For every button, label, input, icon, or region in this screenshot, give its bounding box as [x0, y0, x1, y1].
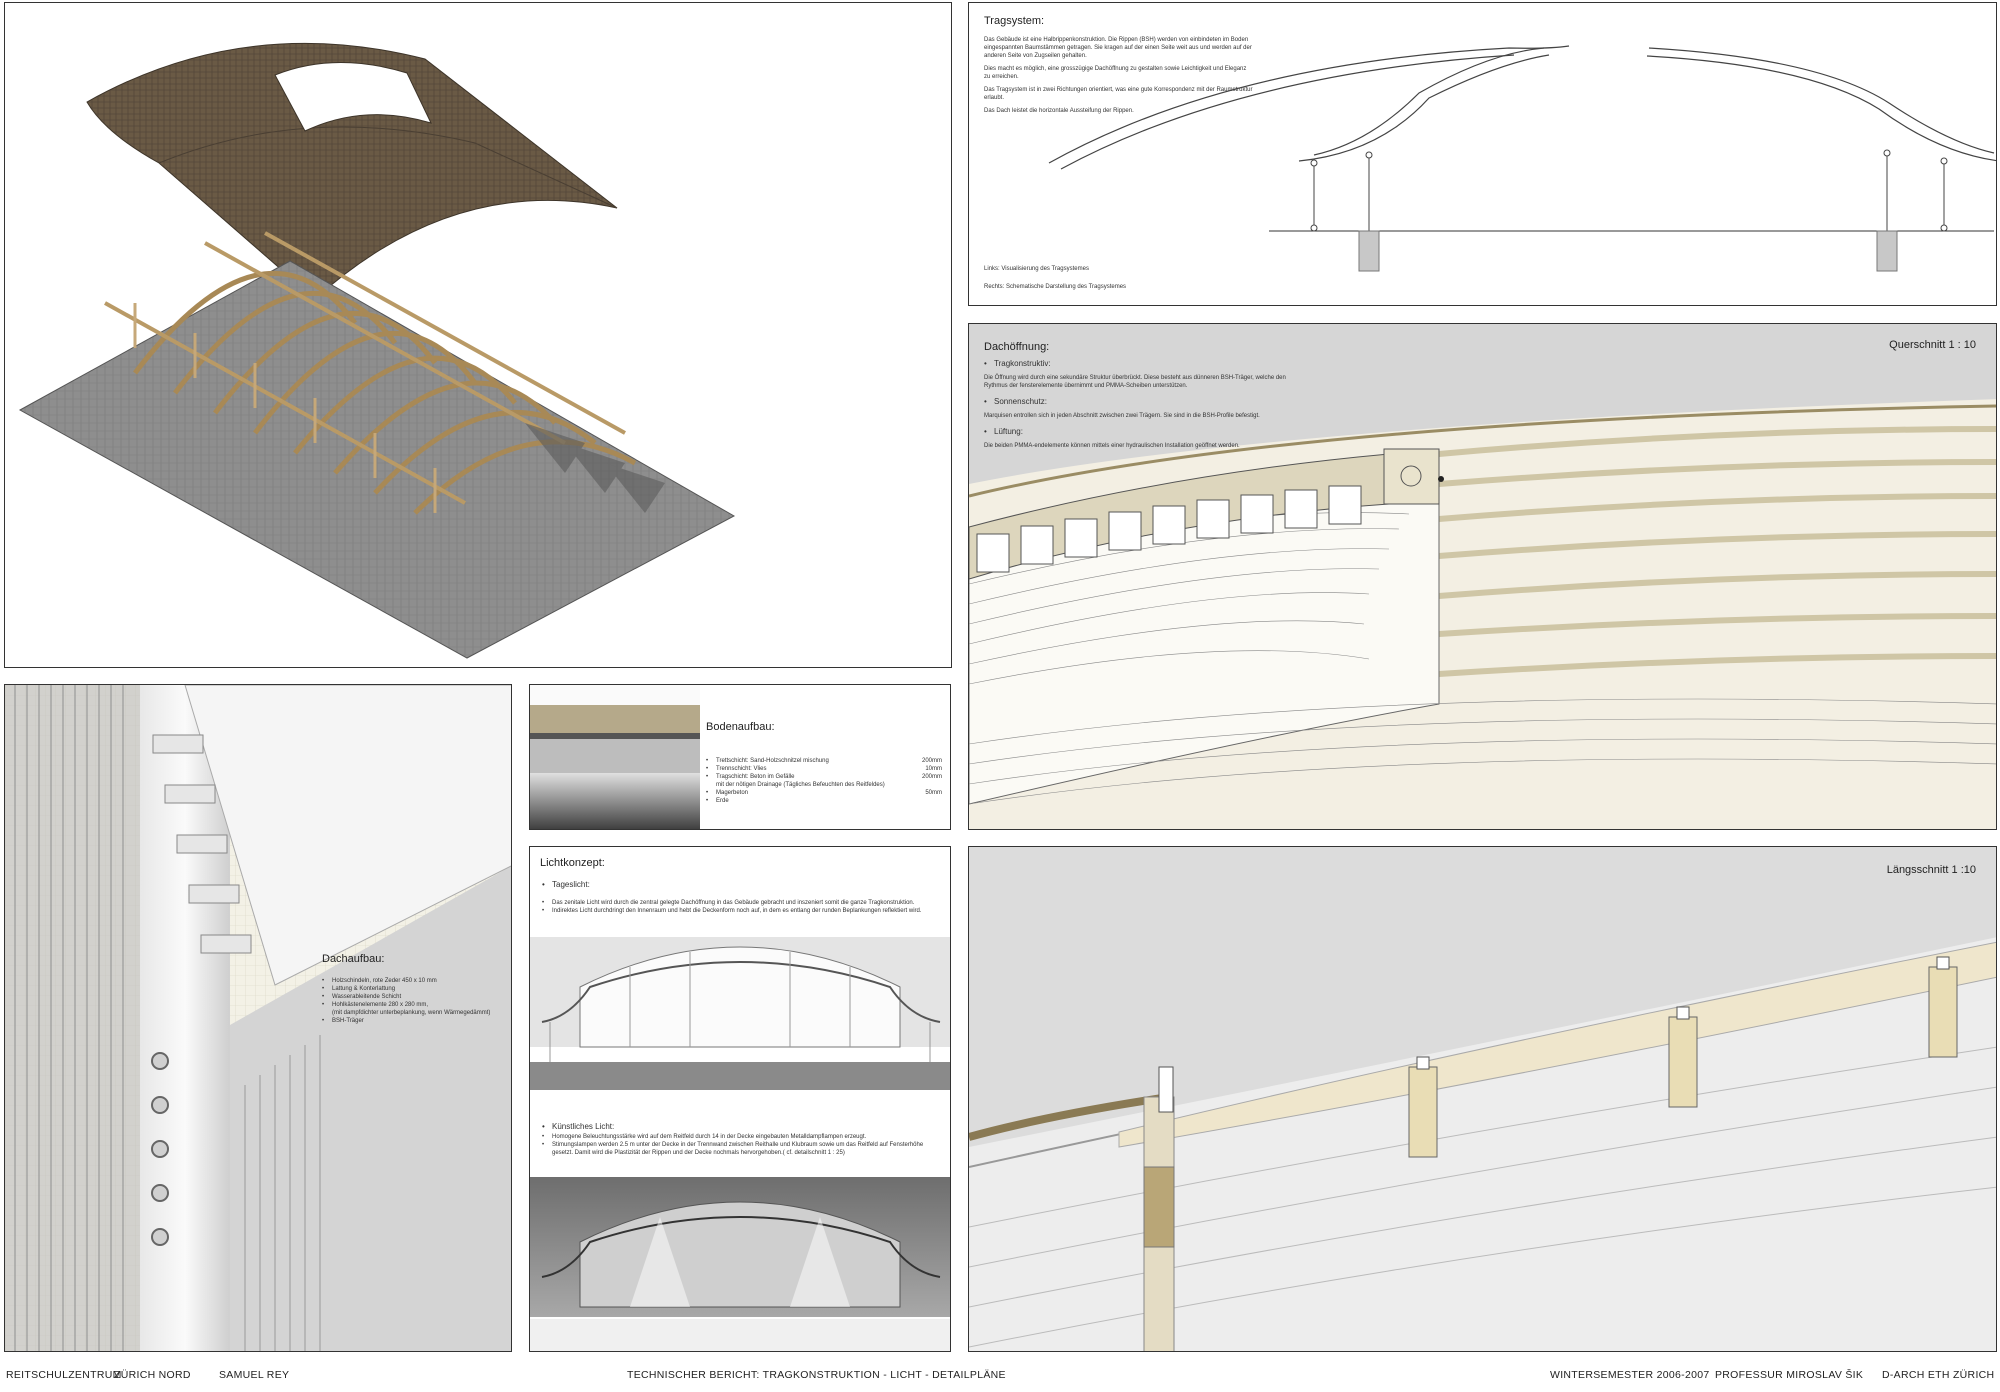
dachoeffnung-heading: Tragkonstruktiv: [984, 360, 1294, 369]
dachoeffnung-items: Tragkonstruktiv: Die Öffnung wird durch … [984, 358, 1294, 450]
tragsystem-paragraph: Das Dach leistet die horizontale Ausstei… [984, 108, 1134, 114]
lichtkonzept-title: Lichtkonzept: [540, 857, 605, 869]
dachaufbau-item: Holzschindeln, rote Zeder 450 x 10 mm [322, 977, 502, 985]
laengsschnitt-drawing [969, 937, 1996, 1351]
panel-dachoeffnung: Dachöffnung: Querschnitt 1 : 10 Tragkons… [968, 323, 1997, 830]
dachoeffnung-heading: Lüftung: [984, 428, 1294, 437]
footer-author: SAMUEL REY [219, 1369, 290, 1381]
tageslicht-heading: Tageslicht: [542, 881, 950, 890]
dachoeffnung-text: Die beiden PMMA-endelemente können mitte… [984, 443, 1240, 449]
kuenstlich-item: Homogene Beleuchtungsstärke wird auf dem… [542, 1133, 942, 1141]
tragsystem-text: Das Gebäude ist eine Halbrippenkonstrukt… [984, 36, 1254, 115]
layer-label: Trettschicht: Sand-Holzschnitzel mischun… [706, 757, 896, 765]
kuenstlich-list: Homogene Beleuchtungsstärke wird auf dem… [542, 1133, 942, 1157]
footer-semester: WINTERSEMESTER 2006-2007 [1550, 1369, 1710, 1381]
layer-value: 200mm [921, 774, 942, 780]
caption-right: Rechts: Schematische Darstellung des Tra… [984, 284, 1127, 290]
layer-label: Magerbeton [706, 789, 896, 797]
bodenaufbau-title: Bodenaufbau: [706, 721, 775, 733]
panel-axonometric [4, 2, 952, 668]
dachaufbau-item: Wasserableitende Schicht [322, 993, 502, 1001]
querschnitt-drawing [969, 399, 1996, 829]
tragsystem-paragraph: Das Gebäude ist eine Halbrippenkonstrukt… [984, 37, 1252, 59]
dachaufbau-item: BSH-Träger [322, 1017, 502, 1025]
layer-value: 200mm [921, 758, 942, 764]
dachaufbau-title: Dachaufbau: [322, 953, 385, 965]
bodenaufbau-row: Magerbeton 50mm [706, 789, 942, 797]
lichtkonzept-sections [530, 937, 950, 1351]
caption-left: Links: Visualisierung des Tragsystemes [984, 266, 1089, 272]
tageslicht-list: Das zenitale Licht wird durch die zentra… [542, 899, 942, 915]
panel-dachaufbau: Dachaufbau: Holzschindeln, rote Zeder 45… [4, 684, 512, 1352]
tageslicht-item: Das zenitale Licht wird durch die zentra… [542, 899, 942, 907]
structural-schema [1048, 45, 1996, 272]
bodenaufbau-row: Trettschicht: Sand-Holzschnitzel mischun… [706, 757, 942, 765]
dachoeffnung-title: Dachöffnung: [984, 341, 1050, 353]
tageslicht-item: Indirektes Licht durchdringt den Innenra… [542, 907, 942, 915]
footer-report: TECHNISCHER BERICHT: TRAGKONSTRUKTION - … [627, 1369, 1006, 1381]
footer-professor: PROFESSUR MIROSLAV ŠIK [1715, 1369, 1864, 1381]
dachaufbau-list: Holzschindeln, rote Zeder 450 x 10 mm La… [322, 977, 502, 1025]
tragsystem-title: Tragsystem: [984, 15, 1045, 27]
footer-location: ZÜRICH NORD [114, 1369, 191, 1381]
bodenaufbau-row: Trennschicht: Vlies 10mm [706, 765, 942, 773]
dachoeffnung-text: Die Öffnung wird durch eine sekundäre St… [984, 375, 1286, 389]
panel-bodenaufbau: Bodenaufbau: Trettschicht: Sand-Holzschn… [529, 684, 951, 830]
bodenaufbau-section [530, 685, 700, 829]
bodenaufbau-layers: Trettschicht: Sand-Holzschnitzel mischun… [706, 757, 942, 805]
panel-laengsschnitt: Längsschnitt 1 :10 [968, 846, 1997, 1352]
dachaufbau-item: Lattung & Konterlattung [322, 985, 502, 993]
tragsystem-paragraph: Das Tragsystem ist in zwei Richtungen or… [984, 87, 1253, 101]
kuenstlich-heading: Künstliches Licht: [542, 1123, 950, 1132]
dachaufbau-item: Hohlkästenelemente 280 x 280 mm, (mit da… [322, 1001, 502, 1017]
layer-label: Erde [706, 797, 896, 805]
layer-value: 50mm [925, 790, 942, 796]
bodenaufbau-row: Tragschicht: Beton im Gefälle mit der nö… [706, 773, 942, 789]
panel-lichtkonzept: Lichtkonzept: Tageslicht: Das zenitale L… [529, 846, 951, 1352]
axonometric-drawing [18, 42, 736, 659]
dachoeffnung-heading: Sonnenschutz: [984, 398, 1294, 407]
layer-label: Tragschicht: Beton im Gefälle mit der nö… [706, 773, 906, 789]
layer-label: Trennschicht: Vlies [706, 765, 896, 773]
layer-value: 10mm [925, 766, 942, 772]
footer-project: REITSCHULZENTRUM [6, 1369, 122, 1381]
bodenaufbau-row: Erde [706, 797, 942, 805]
panel-tragsystem: Tragsystem: Das Gebäude ist eine Halbrip… [968, 2, 1997, 306]
laengsschnitt-scale: Längsschnitt 1 :10 [1886, 864, 1976, 876]
kuenstlich-item: Stimungslampen werden 2.5 m unter der De… [542, 1141, 942, 1157]
querschnitt-scale: Querschnitt 1 : 10 [1889, 339, 1976, 351]
dachoeffnung-text: Marquisen entrollen sich in jeden Abschn… [984, 413, 1260, 419]
footer-institution: D-ARCH ETH ZÜRICH [1882, 1369, 1995, 1381]
tragsystem-paragraph: Dies macht es möglich, eine grosszügige … [984, 66, 1247, 80]
